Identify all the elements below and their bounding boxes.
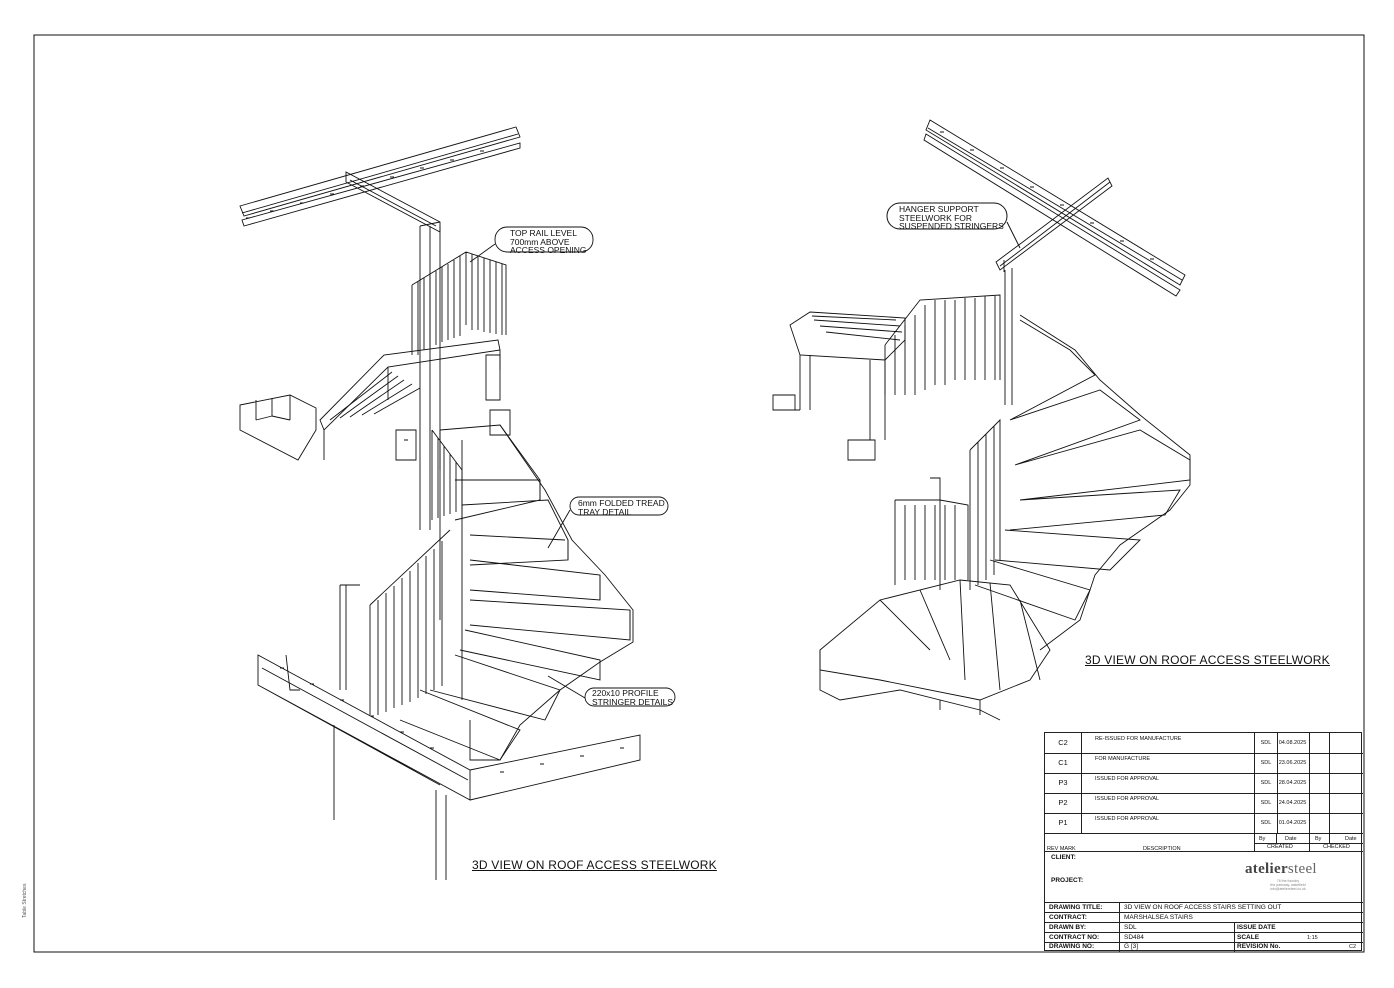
header-by-created: By (1259, 836, 1266, 842)
drawing-no-label: DRAWING NO: (1049, 943, 1095, 950)
bracket-right-b (847, 439, 876, 461)
right-view-title: 3D VIEW ON ROOF ACCESS STEELWORK (1085, 653, 1330, 667)
header-by-checked: By (1315, 836, 1322, 842)
right-stair-drawing (772, 119, 1191, 721)
rev-checked-by (1309, 813, 1330, 833)
contract-no-label: CONTRACT NO: (1049, 934, 1100, 941)
revision-row: P3 ISSUED FOR APPROVAL SDL 28.04.2025 (1045, 773, 1363, 794)
drawn-by-value: SDL (1124, 924, 1137, 931)
revision-row: P2 ISSUED FOR APPROVAL SDL 24.04.2025 (1045, 793, 1363, 814)
rev-mark: C2 (1045, 733, 1082, 753)
rev-description: RE-ISSUED FOR MANUFACTURE (1095, 736, 1182, 742)
rev-by: SDL (1254, 753, 1278, 773)
callout-oval-folded-tread (569, 496, 669, 516)
rev-checked-by (1309, 753, 1330, 773)
scale-label: SCALE (1237, 934, 1260, 941)
drawing-no-value: G [3] (1124, 943, 1139, 950)
upper-approach-stair (239, 394, 317, 461)
scale-value: 1:15 (1307, 935, 1318, 941)
project-label: PROJECT: (1051, 877, 1084, 884)
right-outer-stringer (1019, 314, 1191, 651)
top-guard-rail (411, 251, 507, 355)
rev-date: 24.04.2025 (1276, 793, 1310, 813)
bracket-right-a (772, 394, 800, 411)
bracket-left-b (395, 429, 417, 461)
rev-mark: P1 (1045, 813, 1082, 833)
rev-description: FOR MANUFACTURE (1095, 756, 1150, 762)
right-flight-treads (974, 319, 1191, 621)
rev-description: ISSUED FOR APPROVAL (1095, 776, 1160, 782)
callout-top-rail: TOP RAIL LEVEL 700mm ABOVE ACCESS OPENIN… (510, 228, 587, 255)
callout-folded-tread: 6mm FOLDED TREAD TRAY DETAIL (578, 498, 665, 517)
callout-hanger: HANGER SUPPORT STEELWORK FOR SUSPENDED S… (899, 204, 1004, 231)
column-left (285, 654, 447, 880)
drawing-title-value: 3D VIEW ON ROOF ACCESS STAIRS SETTING OU… (1124, 904, 1282, 911)
title-block: C2 RE-ISSUED FOR MANUFACTURE SDL 04.08.2… (1044, 732, 1363, 952)
sheet-border (33, 34, 1365, 953)
lower-guard-rail (339, 529, 451, 715)
rev-checked-by (1309, 733, 1330, 753)
header-date-created: Date (1285, 836, 1297, 842)
top-beam-left (239, 126, 521, 227)
header-rev-mark: REV MARK (1047, 846, 1076, 852)
rev-date: 23.06.2025 (1276, 753, 1310, 773)
revision-row: C1 FOR MANUFACTURE SDL 23.06.2025 (1045, 753, 1363, 774)
header-created: CREATED (1267, 844, 1293, 850)
guard-rail-right-inner (969, 418, 1001, 590)
drawing-title-label: DRAWING TITLE: (1049, 904, 1103, 911)
left-view-title: 3D VIEW ON ROOF ACCESS STEELWORK (472, 858, 717, 872)
rev-checked-by (1309, 793, 1330, 813)
rev-mark: P2 (1045, 793, 1082, 813)
rev-by: SDL (1254, 813, 1278, 833)
hanger-post-left (419, 221, 441, 530)
rev-by: SDL (1254, 773, 1278, 793)
right-bottom-winders (819, 579, 1051, 701)
contract-no-value: SD484 (1124, 934, 1144, 941)
company-logo: ateliersteel (1245, 861, 1317, 877)
callout-oval-top-rail (494, 226, 594, 253)
outer-stringer (469, 424, 634, 761)
rev-description: ISSUED FOR APPROVAL (1095, 816, 1160, 822)
floor-beam-left (257, 654, 641, 801)
drawn-by-label: DRAWN BY: (1049, 924, 1087, 931)
cross-beam-left (345, 171, 441, 233)
rev-mark: C1 (1045, 753, 1082, 773)
upper-landing (319, 339, 501, 460)
rev-date: 04.08.2025 (1276, 733, 1310, 753)
revision-label: REVISION No. (1237, 943, 1281, 950)
rev-by: SDL (1254, 733, 1278, 753)
revision-row: C2 RE-ISSUED FOR MANUFACTURE SDL 04.08.2… (1045, 733, 1363, 754)
guard-rail-right-lower (894, 477, 969, 590)
issue-date-label: ISSUE DATE (1237, 924, 1276, 931)
revision-value: C2 (1349, 944, 1357, 950)
rev-description: ISSUED FOR APPROVAL (1095, 796, 1160, 802)
callout-oval-stringer (584, 687, 676, 707)
bracket-left-a (485, 354, 511, 436)
header-description: DESCRIPTION (1143, 846, 1181, 852)
contract-value: MARSHALSEA STAIRS (1124, 914, 1193, 921)
rev-date: 28.04.2025 (1276, 773, 1310, 793)
revision-row: P1 ISSUED FOR APPROVAL SDL 01.04.2025 (1045, 813, 1363, 834)
guard-rail-right-top (884, 294, 1001, 395)
top-beam-right (923, 119, 1186, 297)
hanger-post-right (1004, 268, 1013, 405)
winder-treads (399, 424, 631, 761)
callout-oval-hanger (886, 202, 1008, 230)
callout-stringer: 220x10 PROFILE STRINGER DETAILS (592, 688, 674, 707)
right-bottom-stringer (819, 650, 1001, 721)
header-checked: CHECKED (1323, 844, 1350, 850)
header-date-checked: Date (1345, 836, 1357, 842)
client-label: CLIENT: (1051, 854, 1076, 861)
company-address: 76 the foundry the parkway, wakefield in… (1270, 879, 1306, 891)
cross-beam-right (995, 177, 1113, 272)
rev-checked-by (1309, 773, 1330, 793)
edge-stamp: Table Stretches (22, 883, 28, 918)
rev-by: SDL (1254, 793, 1278, 813)
contract-label: CONTRACT: (1049, 914, 1087, 921)
rev-mark: P3 (1045, 773, 1082, 793)
rev-date: 01.04.2025 (1276, 813, 1310, 833)
left-stair-drawing (239, 126, 676, 880)
